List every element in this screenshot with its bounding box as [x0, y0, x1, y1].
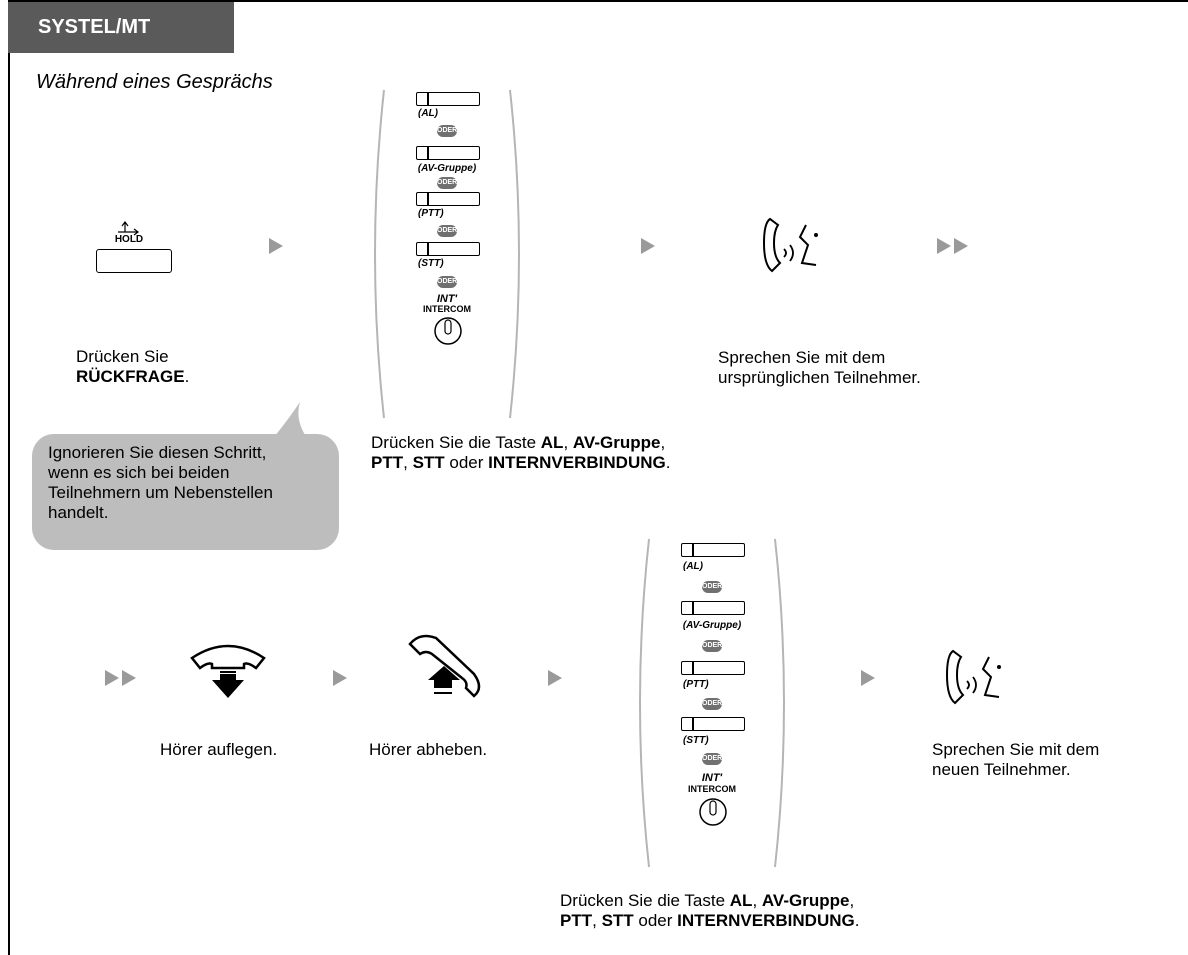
talking-handset-icon — [762, 217, 818, 273]
speak-original-line1: Sprechen Sie mit dem — [718, 348, 886, 367]
speak-new-line2: neuen Teilnehmer. — [932, 760, 1071, 779]
key-group-1-caption-line2: PTT, STT oder INTERNVERBINDUNG. — [371, 453, 671, 472]
stt-key-label: (STT) — [683, 735, 709, 746]
key-group-2-caption-line2: PTT, STT oder INTERNVERBINDUNG. — [560, 911, 860, 930]
double-arrow-icon — [954, 238, 968, 254]
hold-instruction-line2: RÜCKFRAGE. — [76, 367, 189, 387]
note-bubble: Ignorieren Sie diesen Schritt, wenn es s… — [32, 434, 339, 550]
arrow-icon — [861, 670, 875, 686]
ptt-key-label: (PTT) — [418, 208, 444, 219]
subtitle: Während eines Gesprächs — [36, 71, 273, 93]
arrow-icon — [641, 238, 655, 254]
hang-up-label: Hörer auflegen. — [160, 740, 278, 759]
arrow-icon — [269, 238, 283, 254]
key-group-1: (AL) ODER (AV-Gruppe) ODER (PTT) ODER (S… — [372, 88, 522, 420]
arrow-icon — [548, 670, 562, 686]
ptt-key-label: (PTT) — [683, 679, 709, 690]
stt-key-label: (STT) — [418, 258, 444, 269]
arrow-icon — [333, 670, 347, 686]
bracket-icon — [374, 89, 520, 419]
al-key[interactable] — [681, 543, 745, 557]
bubble-line4: handelt. — [48, 503, 109, 522]
pick-up-handset-icon — [408, 634, 481, 698]
rueckfrage-bold: RÜCKFRAGE — [76, 367, 185, 386]
hang-up-handset-icon — [190, 644, 266, 698]
bracket-icon — [639, 538, 785, 868]
hold-instruction-period: . — [184, 367, 190, 386]
oder-badge: ODER — [437, 225, 457, 237]
bubble-line2: wenn es sich bei beiden — [48, 463, 230, 482]
al-key-label: (AL) — [683, 561, 703, 572]
stt-key[interactable] — [681, 717, 745, 731]
av-group-key[interactable] — [416, 146, 480, 160]
ptt-key[interactable] — [416, 192, 480, 206]
oder-badge: ODER — [437, 276, 457, 288]
talking-handset-icon — [945, 649, 1001, 705]
key-group-2: (AL) ODER (AV-Gruppe) ODER (PTT) ODER (S… — [637, 537, 787, 869]
int-label: INT' — [436, 293, 458, 305]
av-group-key-label: (AV-Gruppe) — [682, 620, 742, 631]
av-group-key[interactable] — [681, 601, 745, 615]
speak-original-line2: ursprünglichen Teilnehmer. — [718, 368, 921, 387]
oder-badge: ODER — [702, 698, 722, 710]
frame-left-line — [8, 0, 10, 955]
ptt-key[interactable] — [681, 661, 745, 675]
hold-instruction-line1: Drücken Sie — [76, 347, 169, 366]
key-group-2-caption-line1: Drücken Sie die Taste AL, AV-Gruppe, — [560, 891, 855, 910]
hold-label: HOLD — [114, 234, 144, 245]
av-group-key-label: (AV-Gruppe) — [417, 163, 477, 174]
frame-top-line — [8, 0, 1188, 2]
oder-badge: ODER — [437, 177, 457, 189]
pick-up-label: Hörer abheben. — [369, 740, 488, 759]
oder-badge: ODER — [702, 581, 722, 593]
al-key[interactable] — [416, 92, 480, 106]
bubble-tail-icon — [270, 402, 310, 442]
bubble-line1: Ignorieren Sie diesen Schritt, — [48, 443, 267, 462]
hold-button[interactable] — [96, 249, 172, 273]
intercom-button-icon[interactable] — [433, 316, 463, 346]
double-arrow-icon — [105, 670, 119, 686]
double-arrow-icon — [937, 238, 951, 254]
intercom-button-icon[interactable] — [698, 797, 728, 827]
oder-badge: ODER — [437, 125, 457, 137]
bubble-line3: Teilnehmern um Nebenstellen — [48, 483, 273, 502]
oder-badge: ODER — [702, 753, 722, 765]
hold-arrow-icon — [118, 221, 139, 236]
al-key-label: (AL) — [418, 108, 438, 119]
double-arrow-icon — [122, 670, 136, 686]
key-group-1-caption-line1: Drücken Sie die Taste AL, AV-Gruppe, — [371, 433, 666, 452]
intercom-label: INTERCOM — [423, 304, 471, 314]
stt-key[interactable] — [416, 242, 480, 256]
section-tab: SYSTEL/MT — [8, 2, 234, 53]
intercom-label: INTERCOM — [688, 784, 736, 794]
speak-new-line1: Sprechen Sie mit dem — [932, 740, 1100, 759]
int-label: INT' — [701, 772, 723, 784]
oder-badge: ODER — [702, 640, 722, 652]
